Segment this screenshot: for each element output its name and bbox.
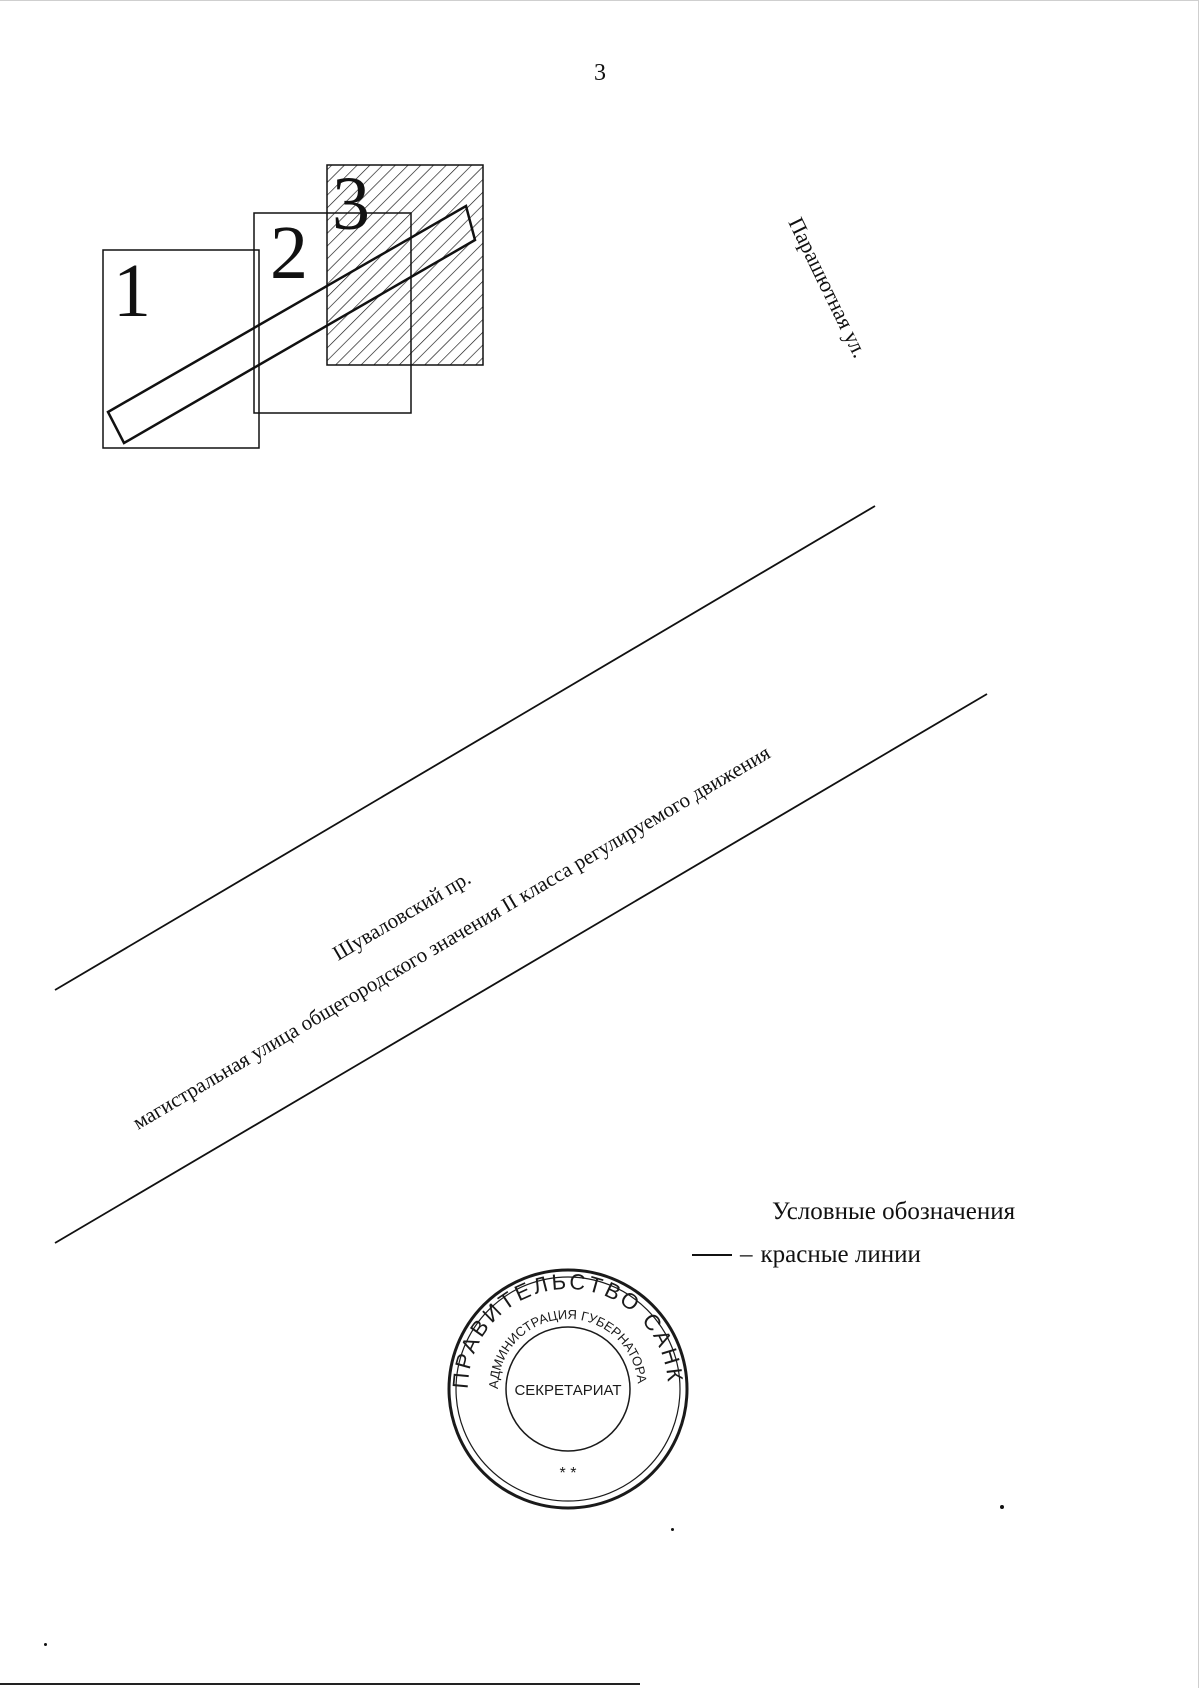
plot-1-frame	[102, 249, 260, 449]
plot-3-area	[326, 164, 484, 366]
speck	[671, 1528, 674, 1531]
red-line-upper	[54, 505, 876, 991]
building-footprint	[106, 204, 477, 445]
street-label-shuvalovsky-class: магистральная улица общегородского значе…	[128, 740, 774, 1134]
legend-title: Условные обозначения	[772, 1198, 1016, 1225]
legend-dash: –	[740, 1241, 753, 1268]
red-line-lower	[54, 693, 988, 1244]
speck	[44, 1643, 47, 1646]
official-stamp	[447, 1268, 689, 1510]
bottom-rule	[0, 1683, 640, 1685]
plot-2-label: 2	[270, 211, 308, 295]
plot-2-frame	[253, 212, 412, 414]
plot-3-label: 3	[332, 162, 370, 246]
legend-red-lines-label: красные линии	[760, 1241, 921, 1268]
stamp-center-text: СЕКРЕТАРИАТ	[514, 1382, 621, 1399]
street-label-parashyutnaya: Парашютная ул.	[784, 213, 873, 361]
page-number: 3	[594, 60, 606, 86]
stamp-stars: * *	[560, 1465, 577, 1482]
legend-row-red-lines: – красные линии	[692, 1239, 921, 1271]
speck	[1000, 1505, 1004, 1509]
plot-1-label: 1	[113, 249, 151, 333]
stamp-inner-text: АДМИНИСТРАЦИЯ ГУБЕРНАТОРА САНКТ-ПЕТЕРБУР…	[0, 0, 650, 1389]
legend-red-line-swatch	[692, 1254, 732, 1256]
